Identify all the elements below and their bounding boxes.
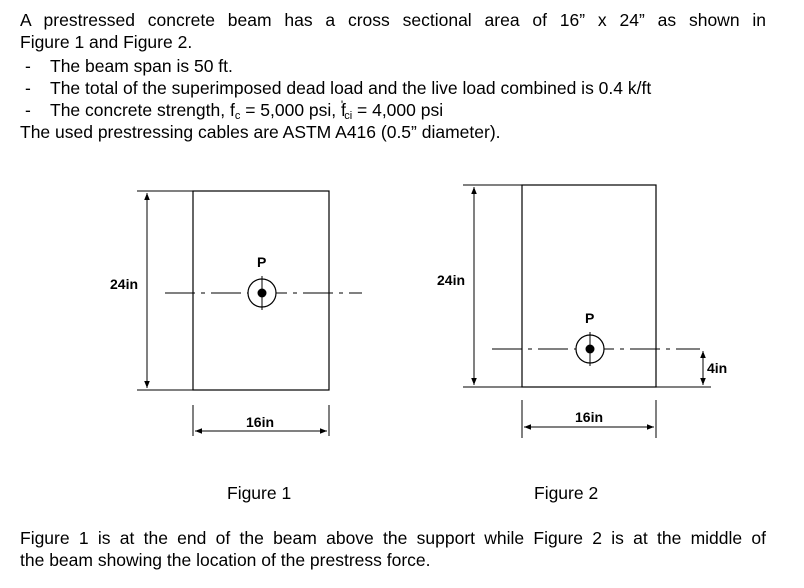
fig2-force-label: P bbox=[585, 310, 594, 326]
fig1-force-label: P bbox=[257, 254, 266, 270]
bullet-marker: - bbox=[25, 56, 31, 76]
footer-line-2: the beam showing the location of the pre… bbox=[20, 550, 431, 570]
figure-2-caption: Figure 2 bbox=[534, 483, 599, 503]
strength-sub-ci: ci bbox=[344, 110, 353, 122]
intro-line-1: A prestressed concrete beam has a cross … bbox=[20, 10, 766, 30]
intro-line-2: Figure 1 and Figure 2. bbox=[20, 32, 193, 52]
figure-1-caption: Figure 1 bbox=[227, 483, 292, 503]
strength-prefix: The concrete strength, f bbox=[50, 100, 235, 120]
bullet-span: The beam span is 50 ft. bbox=[50, 56, 233, 76]
bullet-marker: - bbox=[25, 100, 31, 120]
bullet-strength: The concrete strength, fc = 5,000 psi, f… bbox=[50, 98, 444, 123]
fig1-width-label: 16in bbox=[246, 414, 274, 430]
fig2-beam-section bbox=[521, 184, 657, 388]
fig2-eccentricity-label: 4in bbox=[707, 360, 727, 376]
strength-prime: ' bbox=[340, 98, 344, 112]
strength-suffix: = 4,000 psi bbox=[352, 100, 444, 120]
footer-line-1: Figure 1 is at the end of the beam above… bbox=[20, 528, 766, 548]
figure-1: 24in 16in P bbox=[110, 190, 362, 436]
bullet-loads: The total of the superimposed dead load … bbox=[50, 78, 652, 98]
fig2-height-label: 24in bbox=[437, 272, 465, 288]
cables-line: The used prestressing cables are ASTM A4… bbox=[20, 122, 501, 142]
figure-2: 24in 16in P 4in bbox=[437, 184, 727, 438]
fig1-beam-section bbox=[192, 190, 330, 391]
fig1-height-label: 24in bbox=[110, 276, 138, 292]
bullet-marker: - bbox=[25, 78, 31, 98]
strength-sub-c: c bbox=[234, 110, 241, 122]
fig2-width-label: 16in bbox=[575, 409, 603, 425]
strength-mid: = 5,000 psi, f bbox=[240, 100, 346, 120]
